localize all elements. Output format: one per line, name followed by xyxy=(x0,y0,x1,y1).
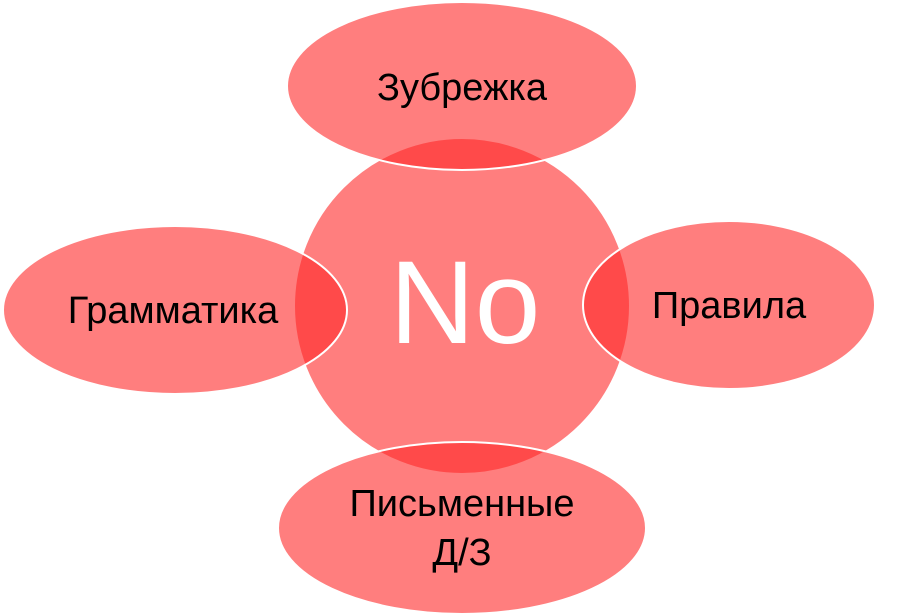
petal-bottom-label-line1: Письменные xyxy=(349,483,574,525)
petal-left xyxy=(2,225,348,395)
petal-right xyxy=(582,220,876,390)
petal-top-label: Зубрежка xyxy=(377,67,548,109)
petal-bottom-label-line2: Д/З xyxy=(432,532,491,574)
center-label: No xyxy=(390,237,541,369)
petal-left-label: Грамматика xyxy=(68,290,279,332)
petal-bottom xyxy=(277,441,647,615)
petal-right-label: Правила xyxy=(652,285,807,327)
petal-top xyxy=(286,1,638,171)
